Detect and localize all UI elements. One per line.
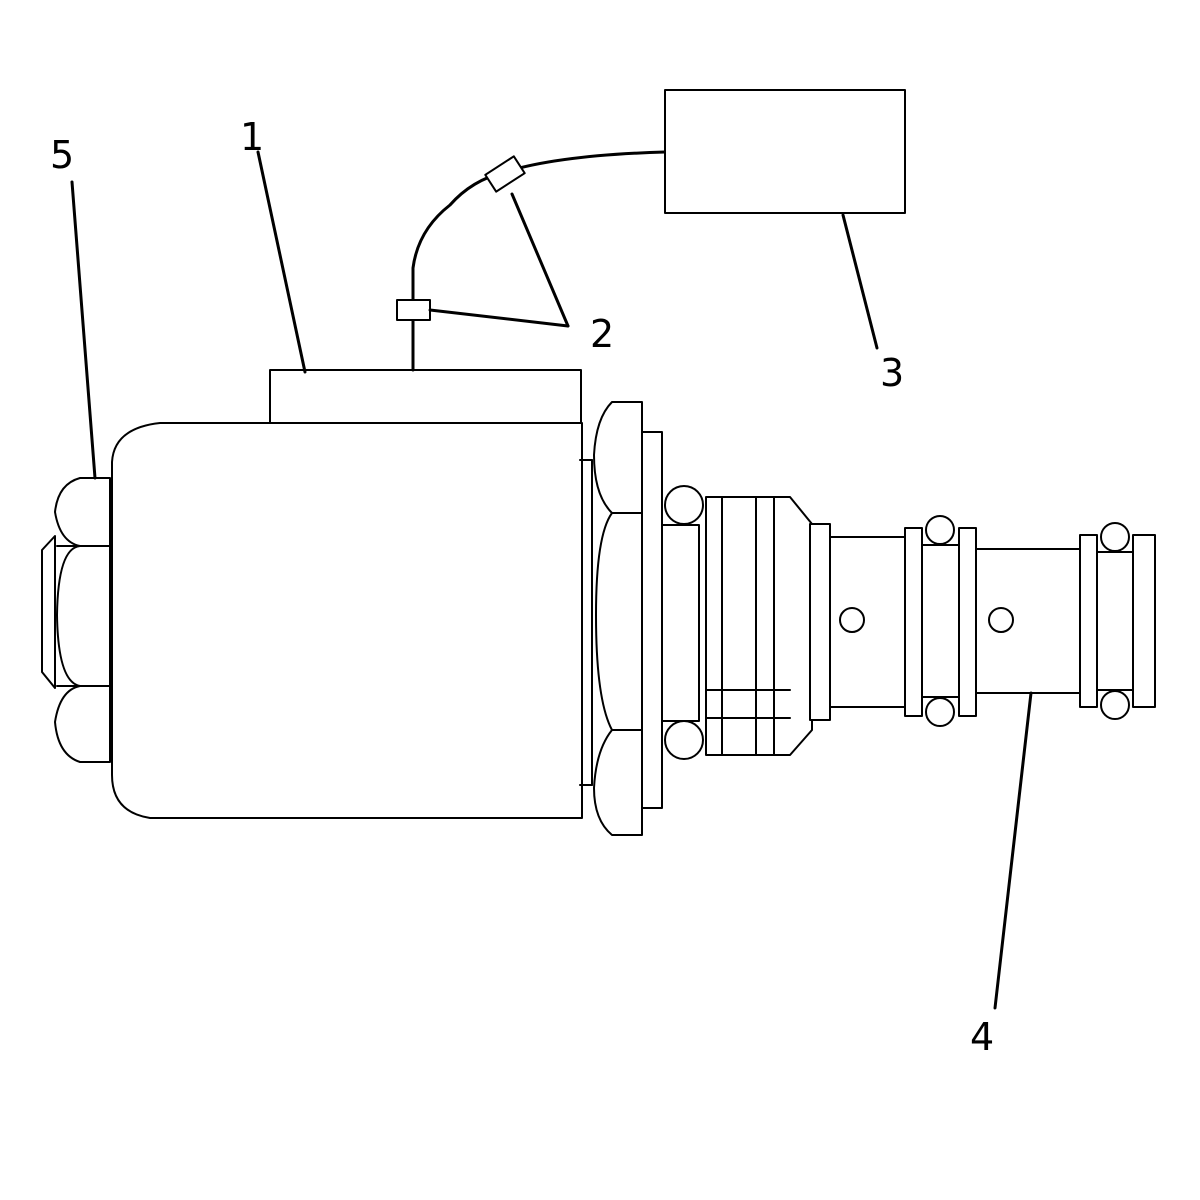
leader-line-2a bbox=[428, 308, 570, 328]
wiring-harness bbox=[411, 150, 667, 372]
port-hole-2 bbox=[988, 607, 1014, 633]
o-ring-lower bbox=[664, 720, 704, 760]
leader-line-4 bbox=[993, 691, 1033, 1010]
wire-connector-lower bbox=[396, 299, 431, 321]
coil-housing bbox=[111, 422, 593, 819]
wire-connector-upper bbox=[484, 155, 526, 193]
mounting-hex-nut bbox=[593, 401, 663, 836]
control-module-box bbox=[664, 89, 906, 214]
callout-3: 3 bbox=[880, 351, 904, 395]
valve-sleeve bbox=[705, 496, 813, 756]
valve-spool-body bbox=[829, 515, 1156, 727]
o-ring-upper bbox=[664, 485, 704, 525]
collar bbox=[661, 524, 700, 722]
callout-2: 2 bbox=[590, 312, 614, 356]
o-ring-end-upper bbox=[1100, 522, 1130, 552]
connector-block bbox=[269, 369, 582, 424]
callout-1: 1 bbox=[240, 115, 264, 159]
end-nut bbox=[41, 477, 111, 763]
port-hole-1 bbox=[839, 607, 865, 633]
sleeve-land bbox=[809, 523, 831, 721]
callout-5: 5 bbox=[50, 133, 74, 177]
callout-4: 4 bbox=[970, 1015, 994, 1059]
leader-line-5 bbox=[70, 180, 97, 480]
o-ring-end-lower bbox=[1100, 690, 1130, 720]
leader-line-1 bbox=[256, 150, 307, 374]
o-ring-mid-upper bbox=[925, 515, 955, 545]
leader-line-3 bbox=[841, 213, 879, 350]
o-ring-mid-lower bbox=[925, 697, 955, 727]
leader-line-2b bbox=[510, 192, 570, 328]
